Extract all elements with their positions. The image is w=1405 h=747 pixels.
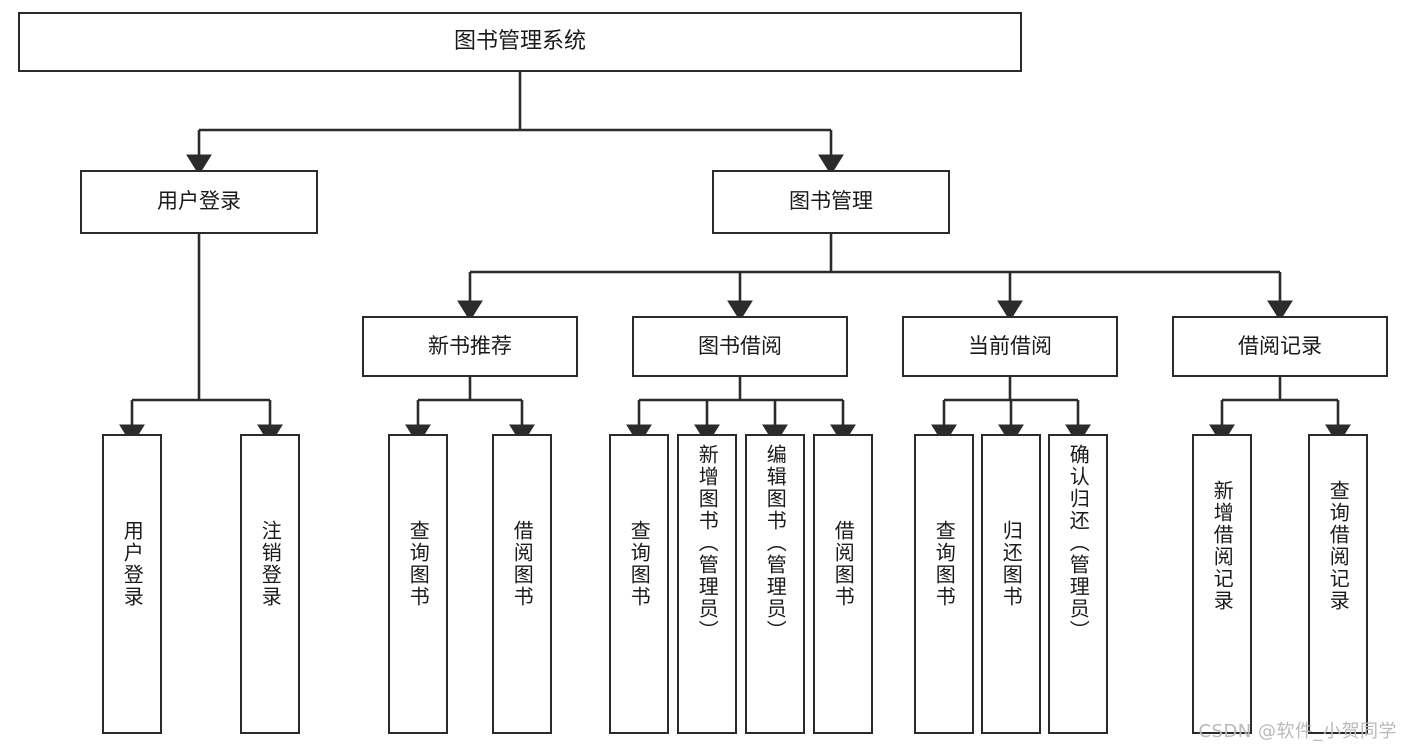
node-label: 用户登录 — [157, 189, 241, 214]
node-label: 图书借阅 — [698, 333, 782, 358]
node-leaf-query-book-rec[interactable]: 查询图书 — [388, 434, 448, 734]
node-label: 图书管理系统 — [453, 28, 586, 54]
node-leaf-confirm-return-admin[interactable]: 确认归还（管理员） — [1048, 434, 1108, 734]
node-leaf-query-book-current[interactable]: 查询图书 — [914, 434, 974, 734]
node-leaf-add-borrow-record[interactable]: 新增借阅记录 — [1192, 434, 1252, 734]
node-label: 查询图书 — [627, 520, 652, 608]
node-label: 新书推荐 — [428, 333, 512, 358]
node-label: 用户登录 — [120, 520, 145, 608]
node-leaf-user-login[interactable]: 用户登录 — [102, 434, 162, 734]
node-label: 确认归还（管理员） — [1066, 444, 1091, 642]
node-leaf-query-book-borrow[interactable]: 查询图书 — [609, 434, 669, 734]
node-label: 查询图书 — [932, 520, 957, 608]
node-leaf-borrow-book[interactable]: 借阅图书 — [813, 434, 873, 734]
node-current-borrow[interactable]: 当前借阅 — [902, 316, 1118, 377]
node-borrow-record[interactable]: 借阅记录 — [1172, 316, 1388, 377]
node-root-system[interactable]: 图书管理系统 — [18, 12, 1022, 72]
node-leaf-user-logout[interactable]: 注销登录 — [240, 434, 300, 734]
node-label: 查询图书 — [406, 520, 431, 608]
node-label: 查询借阅记录 — [1326, 480, 1351, 612]
node-label: 注销登录 — [258, 520, 283, 608]
node-label: 借阅图书 — [831, 520, 856, 608]
node-leaf-edit-book-admin[interactable]: 编辑图书（管理员） — [745, 434, 805, 734]
node-label: 编辑图书（管理员） — [763, 444, 788, 642]
node-new-book-recommend[interactable]: 新书推荐 — [362, 316, 578, 377]
node-book-borrow[interactable]: 图书借阅 — [632, 316, 848, 377]
node-label: 新增图书（管理员） — [695, 444, 720, 642]
node-user-login[interactable]: 用户登录 — [80, 170, 318, 234]
node-label: 借阅记录 — [1238, 333, 1322, 358]
node-leaf-query-borrow-record[interactable]: 查询借阅记录 — [1308, 434, 1368, 734]
node-label: 归还图书 — [999, 520, 1024, 608]
node-label: 图书管理 — [789, 189, 873, 214]
node-label: 新增借阅记录 — [1210, 480, 1235, 612]
node-leaf-borrow-book-rec[interactable]: 借阅图书 — [492, 434, 552, 734]
node-label: 借阅图书 — [510, 520, 535, 608]
node-book-management[interactable]: 图书管理 — [712, 170, 950, 234]
node-label: 当前借阅 — [968, 333, 1052, 358]
node-leaf-add-book-admin[interactable]: 新增图书（管理员） — [677, 434, 737, 734]
node-leaf-return-book[interactable]: 归还图书 — [981, 434, 1041, 734]
watermark: CSDN @软件_小贺同学 — [1198, 721, 1397, 742]
